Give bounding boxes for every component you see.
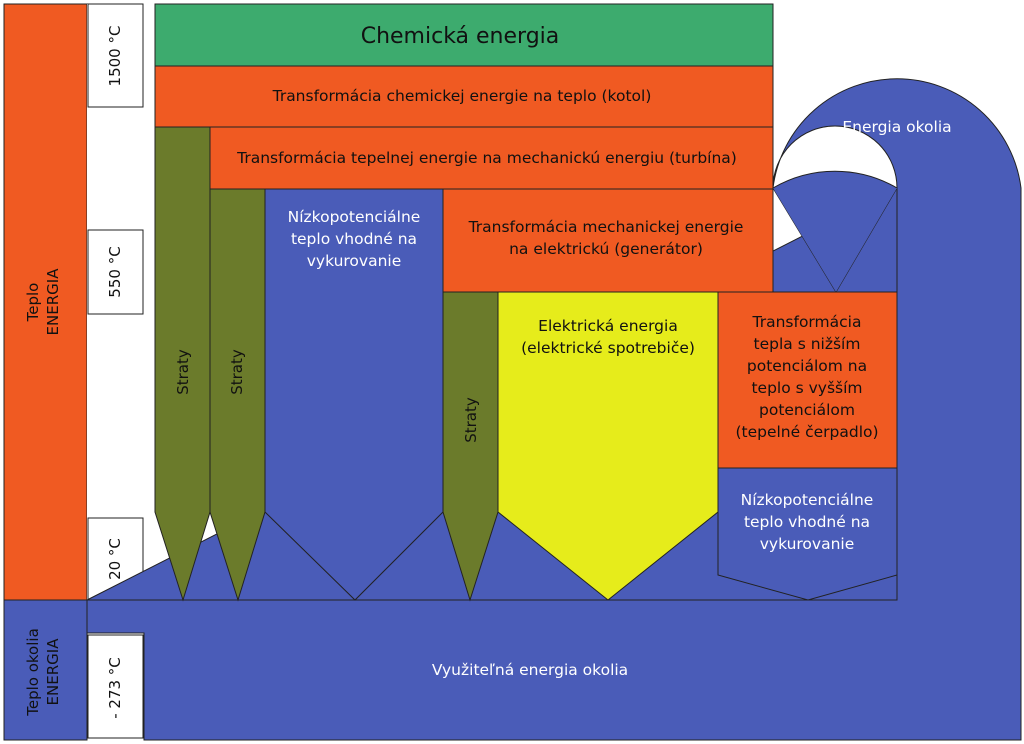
straty-label-3: Straty (462, 397, 480, 443)
turbina-label: Transformácia tepelnej energie na mechan… (236, 149, 737, 167)
nizkopotencialne-1-line-3: vykurovanie (307, 252, 402, 270)
teplo-energia-label: ENERGIA (44, 268, 62, 336)
kotol-box (154, 65, 774, 128)
straty-arrow-3 (442, 291, 499, 602)
elektricka-energia-arrow (497, 291, 719, 601)
cerpadlo-line-2: tepla s nižším (754, 335, 861, 353)
cerpadlo-line-6: (tepelné čerpadlo) (735, 423, 878, 441)
elektricka-line-2: (elektrické spotrebiče) (521, 339, 695, 357)
nizkopotencialne-arrow-1 (264, 188, 444, 601)
cerpadlo-line-5: potenciálom (759, 401, 855, 419)
temp-label-minus273: - 273 °C (106, 657, 124, 719)
energia-okolia-label: Energia okolia (842, 118, 951, 136)
tepelne-cerpadlo-box (717, 291, 898, 469)
generator-line-1: Transformácia mechanickej energie (468, 218, 744, 236)
straty-label-2: Straty (228, 349, 246, 395)
straty-arrow-2 (209, 188, 266, 602)
teplo-label: Teplo (24, 283, 42, 323)
cerpadlo-line-1: Transformácia (752, 313, 862, 331)
environment-arrow-tip (773, 188, 897, 292)
cerpadlo-line-3: potenciálom na (747, 357, 867, 375)
elektricka-line-1: Elektrická energia (538, 317, 678, 335)
cerpadlo-line-4: teplo s vyšším (751, 379, 862, 397)
chemicka-energia-label: Chemická energia (361, 24, 560, 49)
teplo-okolia-energia-label: ENERGIA (44, 638, 62, 706)
nizkopotencialne-2-line-3: vykurovanie (760, 535, 855, 553)
teplo-okolia-bar (3, 599, 88, 741)
temp-label-20: 20 °C (106, 538, 124, 580)
generator-line-2: na elektrickú (generátor) (509, 240, 703, 258)
straty-arrow-1 (154, 126, 211, 602)
temp-label-550: 550 °C (106, 246, 124, 297)
temp-box-550 (87, 229, 144, 315)
vyuzitelna-energia-label: Využiteľná energia okolia (432, 661, 628, 679)
nizkopotencialne-1-line-1: Nízkopotenciálne (288, 208, 421, 226)
temp-box-1500 (87, 3, 144, 108)
teplo-energia-bar (3, 3, 88, 601)
nizkopotencialne-2-line-1: Nízkopotenciálne (741, 491, 874, 509)
kotol-label: Transformácia chemickej energie na teplo… (272, 87, 652, 105)
straty-label-1: Straty (174, 349, 192, 395)
temp-label-1500: 1500 °C (106, 26, 124, 87)
nizkopotencialne-1-line-2: teplo vhodné na (291, 230, 417, 248)
environment-energy-arch (86, 78, 1022, 741)
turbina-box (209, 126, 774, 190)
teplo-okolia-label: Teplo okolia (24, 628, 42, 717)
temp-box-minus273 (87, 634, 144, 739)
generator-box (442, 188, 774, 293)
nizkopotencialne-arrow-2 (717, 467, 898, 601)
nizkopotencialne-2-line-2: teplo vhodné na (744, 513, 870, 531)
